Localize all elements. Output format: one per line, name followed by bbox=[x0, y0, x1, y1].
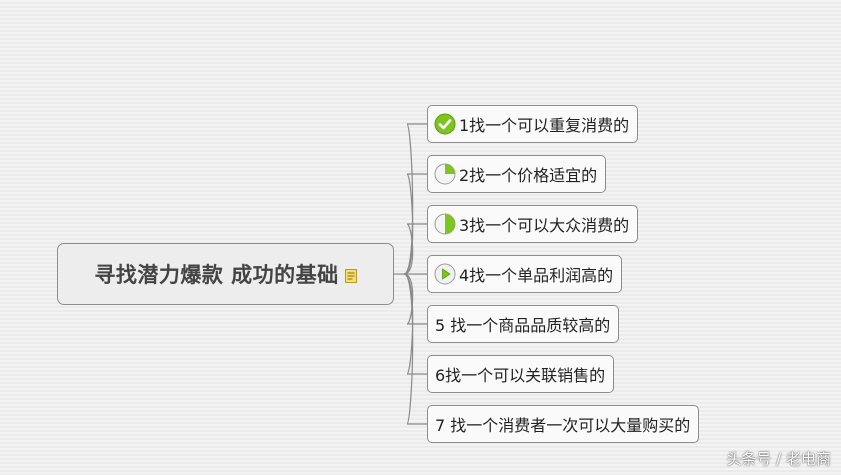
connector-line-2 bbox=[403, 173, 427, 275]
connector-line-7 bbox=[403, 273, 427, 425]
topic-7-label: 7 找一个消费者一次可以大量购买的 bbox=[435, 416, 691, 435]
topic-6[interactable]: 6找一个可以关联销售的 bbox=[427, 355, 615, 393]
progress-half-icon bbox=[434, 213, 456, 235]
note-icon[interactable] bbox=[344, 268, 357, 283]
central-topic-title: 寻找潜力爆款 成功的基础 bbox=[94, 263, 339, 287]
topic-1-label: 1找一个可以重复消费的 bbox=[459, 116, 630, 135]
progress-quarter-icon bbox=[434, 163, 456, 185]
task-done-icon bbox=[434, 113, 456, 135]
connector-line-1 bbox=[403, 123, 427, 275]
connector-line-3 bbox=[403, 223, 427, 275]
topic-2[interactable]: 2找一个价格适宜的 bbox=[427, 155, 607, 193]
connector-line-5 bbox=[403, 273, 427, 325]
topic-3-label: 3找一个可以大众消费的 bbox=[459, 216, 630, 235]
topic-5[interactable]: 5 找一个商品品质较高的 bbox=[427, 305, 620, 343]
topic-4[interactable]: 4找一个单品利润高的 bbox=[427, 255, 623, 293]
central-topic[interactable]: 寻找潜力爆款 成功的基础 bbox=[57, 243, 394, 305]
topic-5-label: 5 找一个商品品质较高的 bbox=[435, 316, 611, 335]
topic-1[interactable]: 1找一个可以重复消费的 bbox=[427, 105, 639, 143]
play-icon bbox=[434, 263, 456, 285]
topic-6-label: 6找一个可以关联销售的 bbox=[435, 366, 606, 385]
topic-3[interactable]: 3找一个可以大众消费的 bbox=[427, 205, 639, 243]
topic-2-label: 2找一个价格适宜的 bbox=[459, 166, 598, 185]
connector-line-6 bbox=[403, 273, 427, 375]
watermark: 头条号 / 老电商 bbox=[726, 450, 831, 468]
topic-4-label: 4找一个单品利润高的 bbox=[459, 266, 614, 285]
topic-7[interactable]: 7 找一个消费者一次可以大量购买的 bbox=[427, 405, 700, 443]
